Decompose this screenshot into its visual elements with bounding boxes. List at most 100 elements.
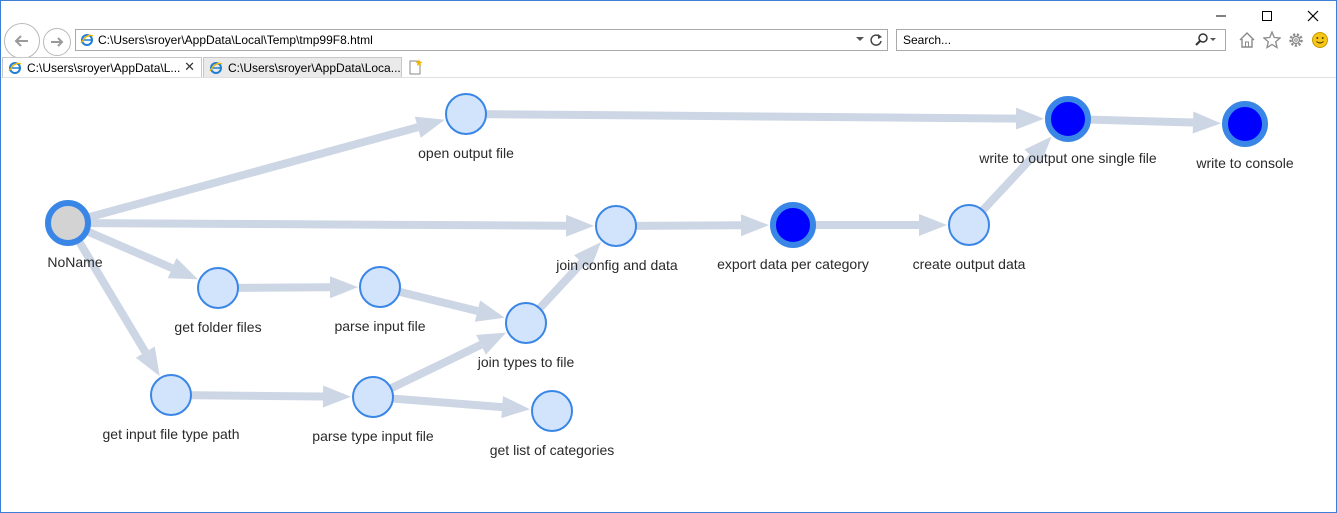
address-url: C:\Users\sroyer\AppData\Local\Temp\tmp99… bbox=[98, 33, 373, 47]
edge-arrowhead bbox=[740, 214, 770, 237]
tab-title: C:\Users\sroyer\AppData\Loca... bbox=[228, 61, 401, 75]
new-tab-icon bbox=[409, 59, 423, 75]
node-get-input-file-type-path[interactable]: get input file type path bbox=[103, 374, 240, 442]
back-arrow-icon bbox=[14, 35, 28, 47]
node-circle[interactable] bbox=[948, 204, 990, 246]
edge-parse-type-input-file-to-get-list-of-categories bbox=[372, 393, 531, 419]
edge-arrowhead bbox=[919, 214, 947, 236]
node-label: join types to file bbox=[477, 354, 575, 370]
node-parse-type-input-file[interactable]: parse type input file bbox=[312, 376, 434, 444]
node-label: NoName bbox=[47, 254, 102, 270]
node-write-output-single-file[interactable]: write to output one single file bbox=[978, 96, 1157, 166]
node-join-config-and-data[interactable]: join config and data bbox=[555, 205, 678, 273]
node-open-output-file[interactable]: open output file bbox=[418, 93, 514, 161]
tab-active[interactable]: C:\Users\sroyer\AppData\L... ✕ bbox=[2, 57, 202, 77]
search-input[interactable] bbox=[903, 33, 1183, 47]
tab-title: C:\Users\sroyer\AppData\L... bbox=[27, 61, 181, 75]
maximize-icon bbox=[1262, 11, 1272, 21]
star-icon bbox=[1263, 31, 1281, 49]
active-node-circle[interactable] bbox=[1222, 101, 1268, 147]
edge-line bbox=[67, 219, 567, 230]
node-get-folder-files[interactable]: get folder files bbox=[174, 267, 262, 335]
tab-inactive[interactable]: C:\Users\sroyer\AppData\Loca... bbox=[203, 57, 402, 77]
edge-join-config-and-data-to-export-data-per-category bbox=[615, 214, 770, 237]
node-parse-input-file[interactable]: parse input file bbox=[334, 266, 426, 334]
tab-strip: C:\Users\sroyer\AppData\L... ✕ C:\Users\… bbox=[1, 57, 1336, 77]
node-circle[interactable] bbox=[352, 376, 394, 418]
node-join-types-to-file[interactable]: join types to file bbox=[477, 302, 575, 370]
edge-open-output-file-to-write-output-single-file bbox=[465, 107, 1045, 130]
edge-export-data-per-category-to-create-output-data bbox=[793, 214, 947, 236]
active-node-circle[interactable] bbox=[770, 202, 816, 248]
node-label: create output data bbox=[913, 256, 1026, 272]
minimize-button[interactable] bbox=[1198, 3, 1244, 29]
edge-arrowhead bbox=[322, 385, 352, 408]
favorites-button[interactable] bbox=[1262, 30, 1282, 50]
edge-arrowhead bbox=[1192, 111, 1222, 134]
node-label: parse input file bbox=[334, 318, 425, 334]
node-circle[interactable] bbox=[505, 302, 547, 344]
node-export-data-per-category[interactable]: export data per category bbox=[717, 202, 869, 272]
node-circle[interactable] bbox=[595, 205, 637, 247]
settings-button[interactable] bbox=[1286, 30, 1306, 50]
edge-arrowhead bbox=[501, 396, 531, 419]
gear-icon bbox=[1289, 33, 1303, 47]
search-icon[interactable] bbox=[1195, 33, 1217, 47]
tab-close-icon[interactable]: ✕ bbox=[184, 59, 195, 74]
maximize-button[interactable] bbox=[1244, 3, 1290, 29]
edge-arrowhead bbox=[476, 332, 507, 355]
forward-button[interactable] bbox=[43, 28, 71, 56]
edge-line bbox=[66, 123, 419, 227]
start-node-circle[interactable] bbox=[45, 200, 91, 246]
node-get-list-of-categories[interactable]: get list of categories bbox=[490, 390, 615, 458]
edge-arrowhead bbox=[474, 300, 505, 322]
home-icon bbox=[1239, 32, 1255, 48]
node-circle[interactable] bbox=[197, 267, 239, 309]
home-button[interactable] bbox=[1237, 30, 1257, 50]
address-bar[interactable]: C:\Users\sroyer\AppData\Local\Temp\tmp99… bbox=[75, 29, 888, 51]
node-label: parse type input file bbox=[312, 428, 434, 444]
edge-arrowhead bbox=[1015, 107, 1045, 130]
ie-logo-icon bbox=[8, 62, 22, 74]
tab-divider bbox=[1, 77, 1336, 78]
smiley-icon bbox=[1312, 32, 1328, 48]
edge-line bbox=[465, 110, 1017, 123]
node-circle[interactable] bbox=[359, 266, 401, 308]
back-button[interactable] bbox=[4, 23, 40, 59]
node-label: get input file type path bbox=[103, 426, 240, 442]
edge-get-input-file-type-path-to-parse-type-input-file bbox=[170, 385, 352, 408]
node-circle[interactable] bbox=[531, 390, 573, 432]
node-create-output-data[interactable]: create output data bbox=[913, 204, 1026, 272]
edge-arrowhead bbox=[565, 214, 595, 237]
node-label: export data per category bbox=[717, 256, 869, 272]
node-label: get folder files bbox=[174, 319, 261, 335]
new-tab-button[interactable] bbox=[405, 57, 425, 77]
refresh-icon[interactable] bbox=[869, 33, 883, 47]
close-window-button[interactable] bbox=[1290, 3, 1336, 29]
node-write-to-console[interactable]: write to console bbox=[1195, 101, 1294, 171]
close-icon bbox=[1307, 10, 1319, 22]
node-label: get list of categories bbox=[490, 442, 615, 458]
forward-arrow-icon bbox=[51, 37, 64, 47]
edge-noname-to-open-output-file bbox=[66, 116, 445, 227]
node-noname[interactable]: NoName bbox=[45, 200, 103, 270]
edge-arrowhead bbox=[329, 276, 359, 299]
edge-arrowhead bbox=[414, 116, 445, 138]
edge-arrowhead bbox=[135, 346, 160, 377]
edge-noname-to-get-input-file-type-path bbox=[64, 220, 160, 377]
edge-write-output-single-file-to-write-to-console bbox=[1067, 111, 1222, 134]
node-circle[interactable] bbox=[150, 374, 192, 416]
ie-logo-icon bbox=[80, 34, 94, 46]
node-label: join config and data bbox=[555, 257, 678, 273]
feedback-button[interactable] bbox=[1310, 30, 1330, 50]
node-label: write to output one single file bbox=[978, 150, 1157, 166]
node-label: write to console bbox=[1195, 155, 1293, 171]
edge-noname-to-join-config-and-data bbox=[67, 214, 595, 237]
search-box[interactable] bbox=[896, 29, 1226, 51]
minimize-icon bbox=[1216, 15, 1226, 17]
active-node-circle[interactable] bbox=[1045, 96, 1091, 142]
chevron-down-icon[interactable] bbox=[855, 34, 865, 44]
node-label: open output file bbox=[418, 145, 514, 161]
node-circle[interactable] bbox=[445, 93, 487, 135]
